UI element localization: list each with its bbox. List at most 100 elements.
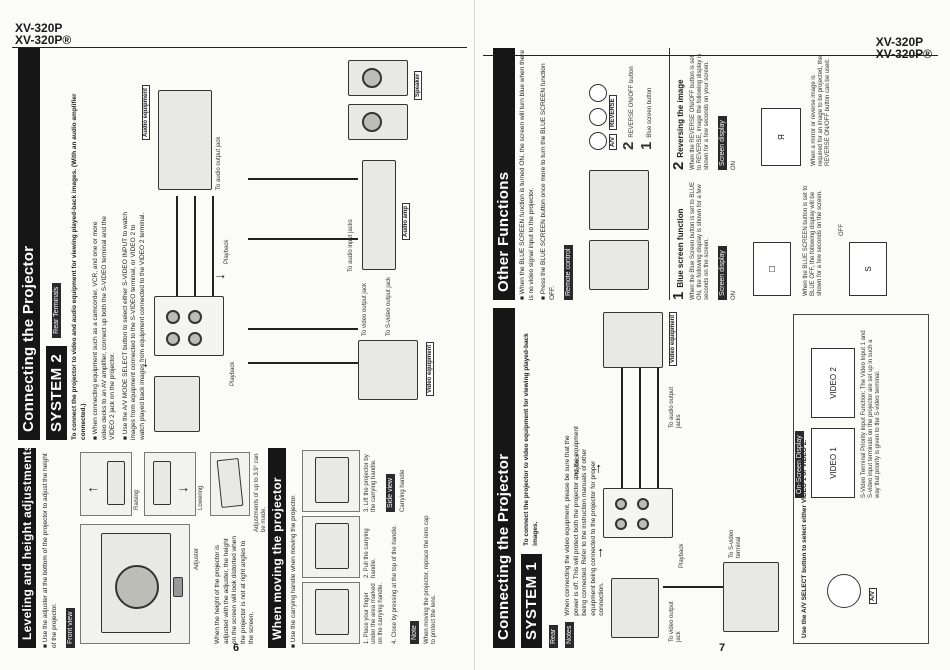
projector-icon xyxy=(589,170,649,230)
blue-number: 1 xyxy=(670,291,687,300)
reverse-button[interactable] xyxy=(589,108,607,126)
jack-icon xyxy=(637,518,649,530)
reverse-desc2: When a mirror or reverse image is requir… xyxy=(811,55,831,166)
remote-control-tag: Remote control xyxy=(564,244,573,300)
jack-icon xyxy=(166,310,180,324)
svideo-priority-note: S-Video Terminal Priority Input Function… xyxy=(861,330,881,498)
cable xyxy=(212,196,214,296)
reverse-block: 2Reversing the image When the REVERSE ON… xyxy=(670,50,738,170)
arrow-right-icon: → xyxy=(590,546,606,560)
page-left: XV-320P XV-320P® Leveling and height adj… xyxy=(12,0,475,670)
lowering-illustration: ↓ xyxy=(144,452,196,516)
blank-glyph-icon: ☐ xyxy=(767,265,777,273)
moving-step3: 3. Lift the projector by the carrying ha… xyxy=(364,454,377,512)
audio-amp-icon xyxy=(362,160,396,270)
moving-step2: 2. Pull the carrying handle. xyxy=(364,528,377,578)
adjuster-foot-icon xyxy=(173,577,183,597)
speaker-cone-icon xyxy=(362,112,382,132)
reverse-button-label: REVERSE xyxy=(609,95,617,130)
cable xyxy=(248,238,358,240)
blue-desc: When the Blue Screen button is set to BL… xyxy=(689,181,710,300)
header-rule xyxy=(12,47,467,48)
system2-intro: To connect the projector to video and au… xyxy=(71,93,87,440)
leveling-bullet: ■ Use the adjuster at the bottom of the … xyxy=(42,453,58,648)
to-audio-input-label: To audio input jacks xyxy=(348,219,354,272)
system1-section: Connecting the Projector SYSTEM 1 To con… xyxy=(493,308,933,648)
system2-section-title: Connecting the Projector xyxy=(18,48,40,440)
playback-label-2: Playback xyxy=(224,239,230,264)
system1-section-title: Connecting the Projector xyxy=(493,308,515,648)
reverse-callout: REVERSE ON/OFF button xyxy=(629,66,635,138)
moving-title: When moving the projector xyxy=(268,448,286,648)
right-rotated-content: Connecting the Projector SYSTEM 1 To con… xyxy=(493,48,933,648)
video2-screen: VIDEO 2 xyxy=(811,348,855,418)
to-video-output-label: To video output jack xyxy=(362,282,368,336)
vcr-icon xyxy=(603,312,663,368)
playback-label: Playback xyxy=(230,361,236,386)
projector-tilted-icon xyxy=(216,457,244,509)
jack-icon xyxy=(615,518,627,530)
model-line1: XV-320P xyxy=(15,21,63,35)
audio-equipment-label: Audio equipment xyxy=(142,85,150,140)
moving-step1: 1. Place your finger under the area mark… xyxy=(364,582,384,644)
model-header-left: XV-320P XV-320P® xyxy=(15,22,71,46)
projector-icon xyxy=(315,589,349,635)
onscreen-display-tag: On-Screen Display xyxy=(795,431,804,498)
adjuster-label: Adjuster xyxy=(194,547,200,570)
speaker-cone-icon xyxy=(362,68,382,88)
projector-icon xyxy=(315,457,349,503)
reverse-screen-display-tag: Screen display xyxy=(717,116,727,170)
reverse-on-label: ON xyxy=(730,161,737,170)
cable xyxy=(657,368,659,488)
blue-bullet2: ■ Press the BLUE SCREEN button once more… xyxy=(540,63,556,300)
blue-screen-title: Blue screen function xyxy=(676,208,685,288)
blue-on-label: ON xyxy=(730,291,737,300)
lowering-label: Lowering xyxy=(198,485,204,510)
blue-desc2: When the BLUE SCREEN button is set to BL… xyxy=(803,185,823,296)
av-select-button[interactable] xyxy=(827,574,861,608)
model-header-right: XV-320P XV-320P® xyxy=(876,36,932,60)
video-equipment-label: Video equipment xyxy=(426,341,434,396)
terminal-panel-icon xyxy=(603,488,673,538)
av-button-label: A/V xyxy=(869,587,877,604)
moving-note: When moving the projector, replace the l… xyxy=(424,515,437,644)
moving-bullet: ■ Use the carrying handle when moving th… xyxy=(290,494,297,648)
blue-bullet1: ■ When the BLUE SCREEN function is turne… xyxy=(519,50,535,300)
audio-amp-label: Audio amp xyxy=(402,203,410,240)
screen-display-tag: Screen display xyxy=(717,246,727,300)
video1-screen: VIDEO 1 xyxy=(811,428,855,498)
cable xyxy=(248,328,358,330)
camcorder-icon xyxy=(723,562,779,632)
arrow-left-icon: ← xyxy=(135,356,151,370)
cable xyxy=(176,196,178,296)
playback-left-label: Playback xyxy=(679,543,685,568)
blue-on-screen: ☐ xyxy=(753,242,791,296)
to-s-video-label: To S-video output jack xyxy=(386,276,392,336)
left-rotated-content: Leveling and height adjustments ■ Use th… xyxy=(18,48,458,648)
model-line1: XV-320P xyxy=(875,35,924,49)
adjust-note: Adjustments of up to 3.9° can be made. xyxy=(254,453,267,532)
reverse-desc: When the REVERSE ON/OFF button is set to… xyxy=(689,53,710,170)
system2-label: SYSTEM 2 xyxy=(46,345,67,440)
cable xyxy=(248,178,358,180)
page-number-left: 6 xyxy=(233,642,240,654)
system1-intro: To connect the projector to video equipm… xyxy=(523,333,539,546)
av-button-label: A/V xyxy=(609,133,617,150)
front-view-tag: Front view xyxy=(66,607,75,648)
reverse-title: Reversing the image xyxy=(676,79,685,158)
leveling-desc: When the height of the projector is adju… xyxy=(214,535,255,644)
moving-step4: 4. Close by pressing at the top of the h… xyxy=(392,524,398,644)
blue-screen-button[interactable] xyxy=(589,84,607,102)
jack-icon xyxy=(188,332,202,346)
reverse-screen: R xyxy=(761,108,801,166)
av-button[interactable] xyxy=(589,132,607,150)
projector-icon xyxy=(315,523,349,569)
carrying-handle-label: Carrying handle xyxy=(400,469,406,512)
lens-icon xyxy=(115,565,159,609)
angle-illustration xyxy=(210,452,250,516)
to-audio-output-label: To audio output jacks xyxy=(669,386,682,428)
arrow-down-icon: ↓ xyxy=(211,273,227,280)
arrow-right-icon: → xyxy=(588,462,604,476)
jack-icon xyxy=(166,332,180,346)
page-number-right: 7 xyxy=(719,642,726,654)
